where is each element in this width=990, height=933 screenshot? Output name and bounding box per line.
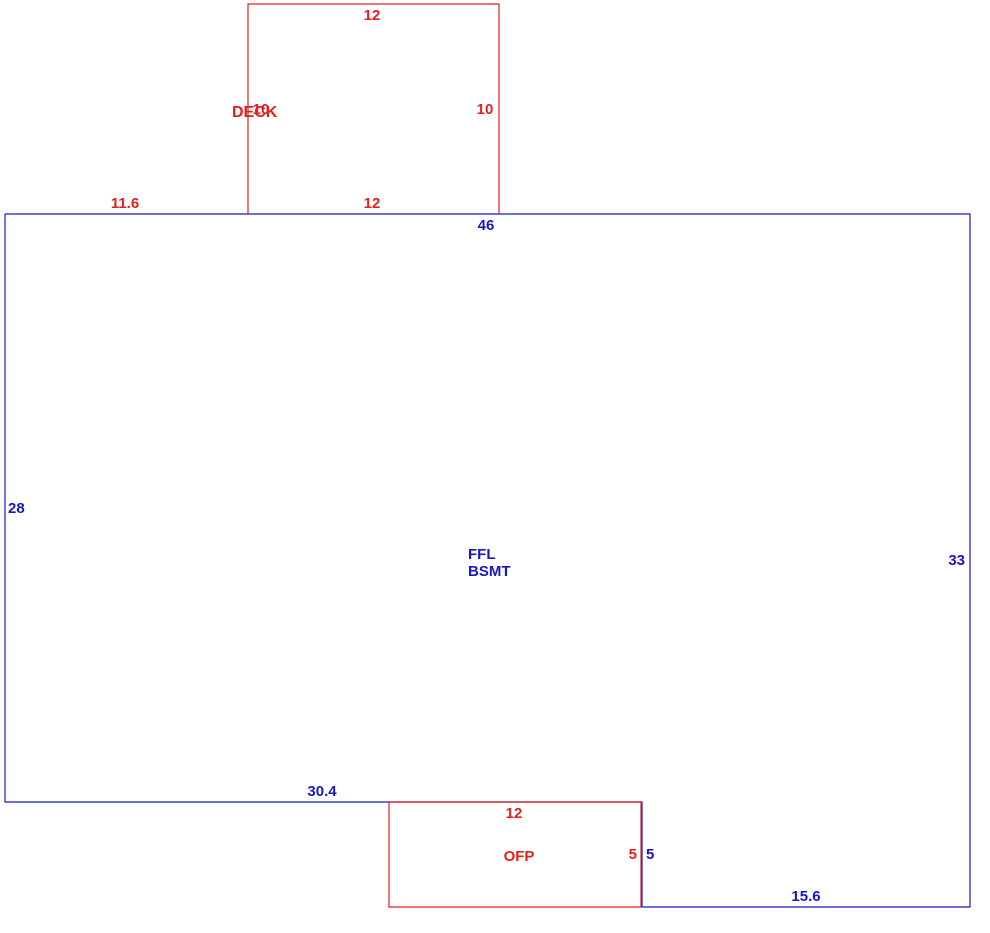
deck-dim-top: 12 xyxy=(364,7,381,24)
ofp-dim-right: 5 xyxy=(629,846,637,863)
ofp-dim-top: 12 xyxy=(506,805,523,822)
main-dim-bottom-right: 15.6 xyxy=(791,888,820,905)
main-dim-step: 5 xyxy=(646,846,654,863)
deck-dim-bottom: 12 xyxy=(364,195,381,212)
deck-area-name: DECK xyxy=(232,104,278,121)
main-dim-top-left: 11.6 xyxy=(111,195,139,212)
deck-outline xyxy=(247,3,500,214)
main-dim-top: 46 xyxy=(478,217,495,234)
ofp-outline xyxy=(388,801,642,908)
main-dim-bottom-left: 30.4 xyxy=(307,783,337,800)
main-area-name-line1: FFL xyxy=(468,546,496,563)
main-dim-left: 28 xyxy=(8,500,25,517)
main-dim-right: 33 xyxy=(948,552,965,569)
main-area-name-line2: BSMT xyxy=(468,563,511,580)
deck-dim-right: 10 xyxy=(477,101,494,118)
ofp-area-name: OFP xyxy=(504,848,535,865)
deck-dim-left: 10 xyxy=(253,101,270,118)
